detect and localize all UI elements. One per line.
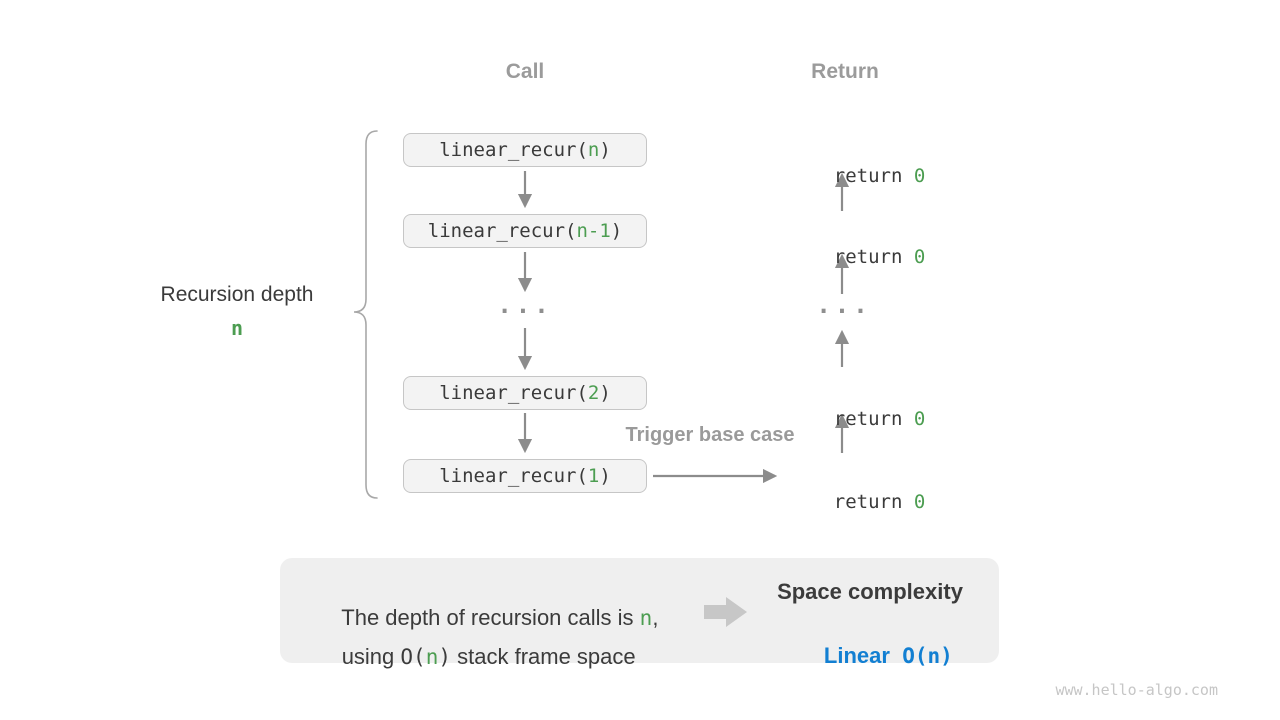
call-frame-code: linear_recur(: [427, 220, 577, 242]
return-column-header: Return: [811, 60, 879, 83]
call-frame-n-1: linear_recur(n-1): [403, 214, 647, 248]
return-statement: return 0: [833, 491, 926, 513]
summary-line-2: using O(n) stack frame space: [341, 644, 636, 669]
big-o-notation: O(n): [902, 644, 953, 668]
call-frame-n: linear_recur(n): [403, 133, 647, 167]
summary-n: n: [639, 606, 653, 630]
curly-brace-icon: [353, 130, 378, 499]
call-frame-arg: n: [587, 139, 600, 161]
return-column-ellipsis: ...: [816, 291, 872, 319]
call-frame-2: linear_recur(2): [403, 376, 647, 410]
call-column-header: Call: [505, 60, 545, 83]
call-frame-code: linear_recur(: [439, 382, 588, 404]
return-statement: return 0: [833, 165, 926, 187]
implies-arrow-icon: [704, 597, 747, 627]
return-value: 0: [913, 408, 926, 430]
summary-box: The depth of recursion calls is n, using…: [280, 558, 999, 669]
depth-label-text: Recursion depth: [160, 283, 314, 306]
call-frame-code: linear_recur(: [439, 139, 588, 161]
return-value: 0: [913, 165, 926, 187]
return-value: 0: [913, 246, 926, 268]
return-statement: return 0: [833, 246, 926, 268]
return-value: 0: [913, 491, 926, 513]
space-complexity-title: Space complexity: [777, 579, 963, 604]
return-statement: return 0: [833, 408, 926, 430]
call-frame-code: linear_recur(: [439, 465, 588, 487]
watermark: www.hello-algo.com: [1055, 681, 1218, 699]
depth-value: n: [230, 316, 244, 340]
recursion-depth-label: Recursion depth n: [137, 283, 337, 340]
call-frame-arg: n-1: [576, 220, 611, 242]
trigger-base-case-label: Trigger base case: [625, 424, 795, 446]
call-frame-1: linear_recur(1): [403, 459, 647, 493]
call-column-ellipsis: ...: [497, 291, 553, 319]
summary-n: n: [425, 645, 439, 669]
call-frame-arg: 1: [587, 465, 600, 487]
call-frame-arg: 2: [587, 382, 600, 404]
summary-line-1: The depth of recursion calls is n,: [341, 605, 659, 630]
space-complexity-result: Linear O(n): [823, 643, 953, 668]
